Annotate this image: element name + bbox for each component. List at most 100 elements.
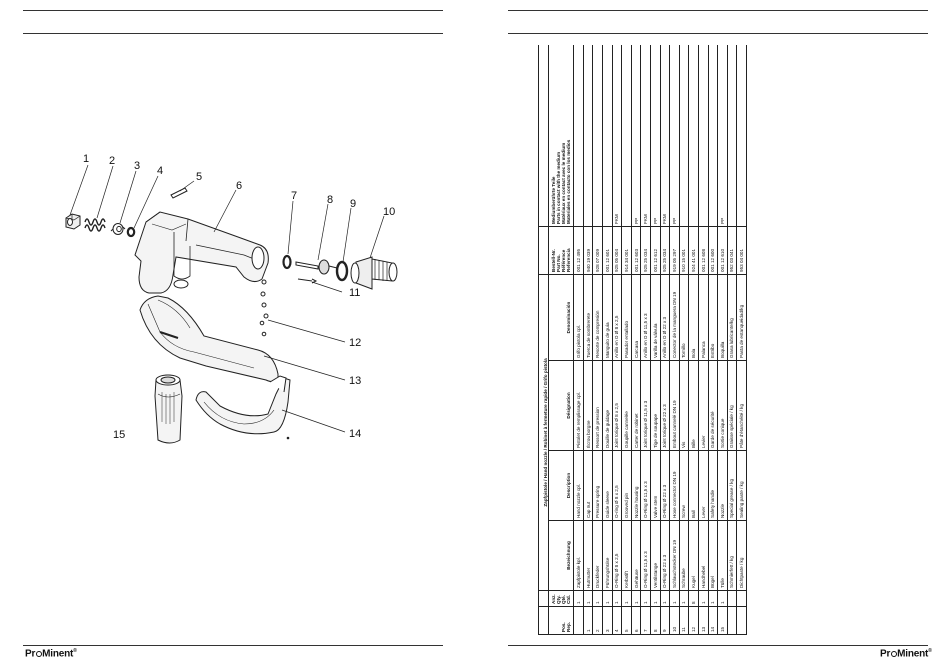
cell-denominacion: Pasta de estanqueidad/kg	[736, 274, 747, 361]
cell-description: Guide sleeve	[602, 450, 613, 521]
callout-10: 10	[383, 206, 395, 218]
cell-part-no: 952 03 041	[727, 226, 737, 275]
cell-denominacion: Anillo en O Ø 11,5 x 3	[640, 274, 651, 361]
cell-qty: 1	[612, 590, 622, 607]
cell-denominacion: Carcasa	[631, 274, 641, 361]
cell-pos: 8	[650, 606, 661, 635]
callout-4: 4	[157, 165, 163, 177]
cell-bezeichnung: Schlauchstecker DN 19	[669, 520, 680, 591]
cell-qty: 1	[640, 590, 651, 607]
cell-pos: 5	[621, 606, 632, 635]
cell-description: Screw	[679, 450, 689, 521]
cell-designation: Pâte d'étanchéité / kg	[736, 360, 747, 451]
cell-denominacion: Grasa lubricante/kg	[727, 274, 737, 361]
cell-description: Sealing paste / kg	[736, 450, 747, 521]
pressure-spring-part	[84, 218, 106, 232]
cell-medium	[592, 45, 603, 227]
cell-part-no: 925 05 004	[612, 226, 622, 275]
cell-qty: 1	[679, 590, 689, 607]
cell-description: O-Ring Ø 11,5 x 3	[640, 450, 651, 521]
cell-pos: 13	[698, 606, 708, 635]
callout-15: 15	[113, 429, 125, 441]
table-title: Zapfpistole / Hand nozzle / Robinet à fe…	[538, 274, 549, 591]
parts-table-frame: Zapfpistole / Hand nozzle / Robinet à fe…	[538, 45, 893, 635]
grooved-pin-part	[170, 187, 188, 199]
cell-medium	[679, 45, 689, 227]
cell-medium: PP	[717, 45, 728, 227]
cell-designation: Tige de soupape	[650, 360, 661, 451]
cell-medium: FKM	[612, 45, 622, 227]
cell-denominacion: Tornillo	[679, 274, 689, 361]
cell-medium	[736, 45, 747, 227]
header-qty: Anz.Qty. Qté.Ctd.	[548, 590, 574, 607]
cell-description: Ball	[688, 450, 699, 521]
callout-12: 12	[349, 337, 361, 349]
cell-description: Hand nozzle cpl.	[573, 450, 584, 521]
cell-bezeichnung: Ventilstange	[650, 520, 661, 591]
cell-designation: Douille de guidage	[602, 360, 613, 451]
cell-qty: 1	[602, 590, 613, 607]
cell-bezeichnung: Tülle	[717, 520, 728, 591]
cell-denominacion: Grifo pistola cpl.	[573, 274, 584, 361]
cell-medium: PP	[669, 45, 680, 227]
cell-bezeichnung: Bügel	[708, 520, 718, 591]
cell-bezeichnung: Gehäuse	[631, 520, 641, 591]
cell-description: O-ring Ø 8 x 2,5	[612, 450, 622, 521]
cell-pos: 9	[660, 606, 670, 635]
parts-table: Zapfpistole / Hand nozzle / Robinet à fe…	[538, 45, 747, 635]
header-pos: Pos.Rep.	[548, 606, 574, 635]
cell-bezeichnung: Kerbstift	[621, 520, 632, 591]
cell-qty: 1	[650, 590, 661, 607]
cell-qty: 1	[621, 590, 632, 607]
cell-denominacion: Varilla de válvula	[650, 274, 661, 361]
cell-medium	[688, 45, 699, 227]
cell-designation: Carter de robinet	[631, 360, 641, 451]
cell-denominacion: Anillo en O Ø 8 x 2,5	[612, 274, 622, 361]
guide-sleeve-part	[110, 223, 126, 235]
cell-medium	[573, 45, 584, 227]
callout-2: 2	[109, 155, 115, 167]
cell-bezeichnung: Kugel	[688, 520, 699, 591]
cell-medium: FKM	[660, 45, 670, 227]
cell-designation: Graisse spéciale / kg	[727, 360, 737, 451]
callout-13: 13	[349, 375, 361, 387]
cell-qty: 1	[631, 590, 641, 607]
balls-part	[259, 279, 269, 337]
cell-qty: 1	[698, 590, 708, 607]
cell-pos: 15	[717, 606, 728, 635]
cell-pos: 6	[631, 606, 641, 635]
o-ring-7-part	[282, 254, 292, 270]
header-bezeichnung: Bezeichnung	[548, 520, 574, 591]
top-rule-2	[23, 33, 443, 34]
cell-bezeichnung: O-Ring Ø 11,5 x 3	[640, 520, 651, 591]
header-description: Description	[548, 450, 574, 521]
cell-pos: 14	[708, 606, 718, 635]
cell-description: Lever	[698, 450, 708, 521]
o-ring-small-part	[126, 226, 136, 238]
cell-bezeichnung: Schmierfett / kg	[727, 520, 737, 591]
callout-6: 6	[236, 180, 242, 192]
cell-designation: Bille	[688, 360, 699, 451]
cell-designation: Garde de sécurité	[708, 360, 718, 451]
cell-medium	[698, 45, 708, 227]
cell-denominacion: Tuerca de sombrerete	[583, 274, 593, 361]
o-ring-9-part	[335, 260, 349, 282]
cell-pos: 3	[602, 606, 613, 635]
cell-denominacion: Bola	[688, 274, 699, 361]
cell-designation: Écrou borgne	[583, 360, 593, 451]
cell-qty: 1	[717, 590, 728, 607]
cell-bezeichnung: Druckfeder	[592, 520, 603, 591]
bottom-rule	[23, 645, 443, 646]
callout-14: 14	[349, 428, 361, 440]
